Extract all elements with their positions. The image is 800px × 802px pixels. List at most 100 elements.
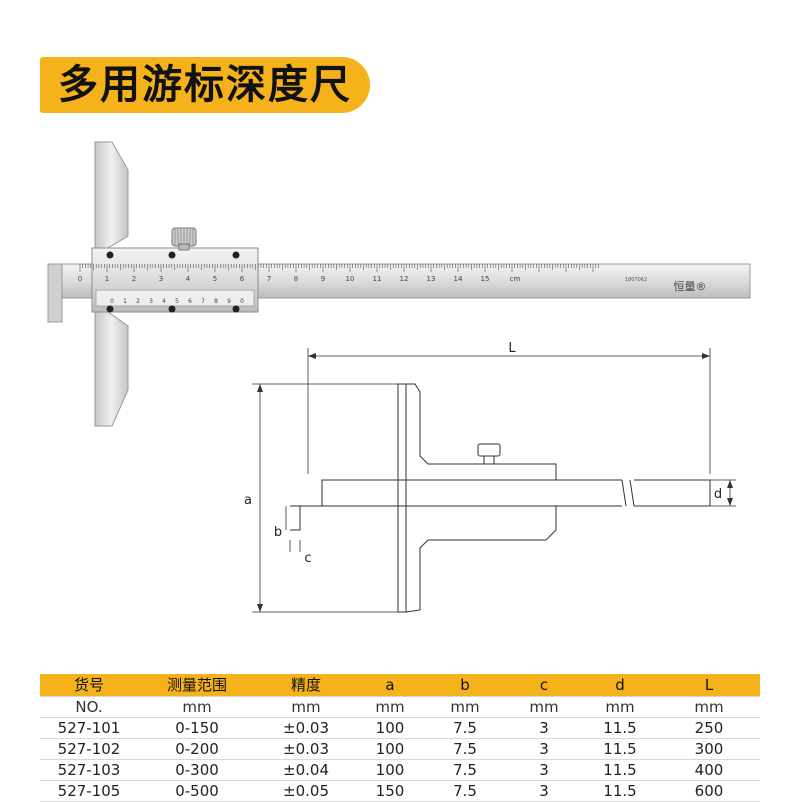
vernier-label: 9 [227, 298, 231, 305]
main-scale-label: 2 [132, 275, 136, 283]
table-cell: 3 [506, 759, 582, 781]
table-cell: 7.5 [424, 717, 506, 739]
main-scale-label: 12 [400, 275, 409, 283]
table-cell: 300 [658, 738, 760, 760]
label-d: d [714, 487, 722, 502]
table-cell: 100 [356, 738, 424, 760]
screw [232, 305, 240, 313]
vernier-label: 2 [136, 298, 140, 305]
depth-gauge-illustration: 0 1 2 3 4 5 6 7 8 9 10 11 12 13 14 15 cm… [47, 141, 751, 427]
table-row: 527-105 0-500 ±0.05 150 7.5 3 11.5 600 [40, 780, 760, 802]
title-banner: 多用游标深度尺 [40, 57, 370, 113]
vernier-label: 1 [123, 298, 127, 305]
col-header: 测量范围 [138, 674, 256, 697]
table-cell: 3 [506, 717, 582, 739]
main-scale-label: 7 [267, 275, 271, 283]
main-scale-label: 9 [321, 275, 325, 283]
table-row: 527-101 0-150 ±0.03 100 7.5 3 11.5 250 [40, 717, 760, 739]
col-header: 货号 [40, 674, 138, 697]
table-cell: 527-103 [40, 759, 138, 781]
table-cell: 11.5 [582, 780, 658, 802]
vernier-label: 4 [162, 298, 166, 305]
spec-table: 货号 测量范围 精度 a b c d L NO. mm mm mm mm mm … [40, 674, 760, 802]
table-cell: 527-105 [40, 780, 138, 802]
unit-cell: mm [582, 696, 658, 718]
table-cell: 7.5 [424, 738, 506, 760]
table-cell: 150 [356, 780, 424, 802]
dimension-diagram: L a b c d [244, 341, 736, 613]
brand-mark: 恒量® [674, 280, 707, 293]
vernier-label: 8 [214, 298, 218, 305]
table-cell: 11.5 [582, 717, 658, 739]
serial-number: 1807062 [625, 277, 647, 283]
unit-cell: mm [424, 696, 506, 718]
main-scale-label: 4 [186, 275, 191, 283]
page-title: 多用游标深度尺 [58, 62, 352, 108]
units-row: NO. mm mm mm mm mm mm mm [40, 696, 760, 718]
vernier-label: 6 [188, 298, 192, 305]
main-scale-label: 15 [481, 275, 490, 283]
unit-cell: NO. [40, 696, 138, 718]
col-header: b [424, 674, 506, 697]
label-L: L [508, 341, 516, 356]
col-header: 精度 [256, 674, 356, 697]
vernier-label: 3 [149, 298, 153, 305]
table-cell: 0-200 [138, 738, 256, 760]
unit-cell: mm [138, 696, 256, 718]
main-scale-label: 11 [373, 275, 382, 283]
main-scale-label: 8 [294, 275, 298, 283]
unit-cell: mm [356, 696, 424, 718]
table-cell: 100 [356, 717, 424, 739]
table-cell: 0-500 [138, 780, 256, 802]
col-header: d [582, 674, 658, 697]
screw [106, 305, 114, 313]
main-scale-label: cm [510, 275, 521, 283]
vernier-label: 0 [110, 298, 114, 305]
screw [168, 305, 176, 313]
table-cell: 600 [658, 780, 760, 802]
label-b: b [274, 525, 282, 540]
table-row: 527-103 0-300 ±0.04 100 7.5 3 11.5 400 [40, 759, 760, 781]
table-cell: 7.5 [424, 759, 506, 781]
main-scale-label: 14 [454, 275, 463, 283]
main-scale-ticks [79, 264, 599, 272]
table-cell: 527-102 [40, 738, 138, 760]
main-scale-label: 1 [105, 275, 109, 283]
main-scale-label: 10 [346, 275, 355, 283]
table-cell: 3 [506, 780, 582, 802]
table-cell: ±0.03 [256, 738, 356, 760]
unit-cell: mm [506, 696, 582, 718]
col-header: a [356, 674, 424, 697]
table-cell: 250 [658, 717, 760, 739]
table-cell: ±0.04 [256, 759, 356, 781]
table-cell: 3 [506, 738, 582, 760]
col-header: c [506, 674, 582, 697]
main-scale-label: 3 [159, 275, 163, 283]
table-row: 527-102 0-200 ±0.03 100 7.5 3 11.5 300 [40, 738, 760, 760]
vernier-label: 0 [240, 298, 244, 305]
table-cell: 0-150 [138, 717, 256, 739]
table-cell: 400 [658, 759, 760, 781]
diagram-beam [322, 479, 622, 507]
table-cell: ±0.03 [256, 717, 356, 739]
label-c: c [304, 551, 311, 566]
main-scale-label: 13 [427, 275, 436, 283]
table-cell: 527-101 [40, 717, 138, 739]
unit-cell: mm [256, 696, 356, 718]
screw [106, 251, 114, 259]
vernier-label: 5 [175, 298, 179, 305]
diagram-base [321, 383, 557, 613]
table-cell: 11.5 [582, 759, 658, 781]
label-a: a [244, 493, 252, 508]
table-cell: 0-300 [138, 759, 256, 781]
table-header-row: 货号 测量范围 精度 a b c d L [40, 674, 760, 697]
col-header: L [658, 674, 760, 697]
diagram-knob [477, 443, 501, 457]
table-cell: 7.5 [424, 780, 506, 802]
screw [168, 251, 176, 259]
table-cell: 100 [356, 759, 424, 781]
main-scale-label: 0 [78, 275, 82, 283]
screw [232, 251, 240, 259]
beam-end-tab [47, 263, 63, 323]
unit-cell: mm [658, 696, 760, 718]
